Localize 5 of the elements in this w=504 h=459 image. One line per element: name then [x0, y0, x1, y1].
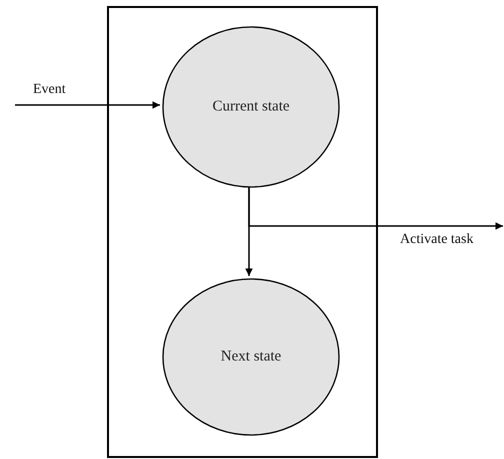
state-label: Next state: [220, 348, 282, 366]
arrow: [248, 186, 503, 230]
arrow: [15, 101, 160, 109]
frame-box: [107, 6, 378, 458]
state-label: Current state: [211, 98, 291, 116]
